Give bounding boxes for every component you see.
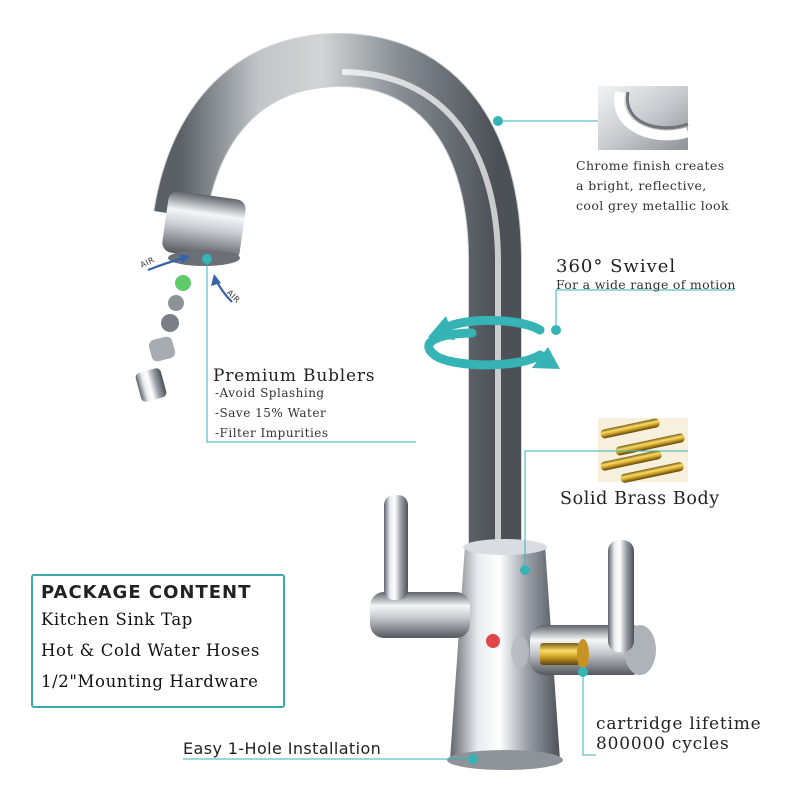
package-content-box: [31, 574, 285, 708]
spout-tip: [162, 191, 246, 261]
swivel-title: 360° Swivel: [556, 256, 677, 277]
bubblers-item: -Filter Impurities: [215, 426, 329, 440]
installation-label: Easy 1-Hole Installation: [183, 739, 382, 758]
aerator-parts-icon: [135, 275, 191, 402]
chrome-finish-description: Chrome finish creates a bright, reflecti…: [576, 156, 786, 216]
brass-body-label: Solid Brass Body: [560, 489, 720, 509]
chrome-line: cool grey metallic look: [576, 198, 729, 213]
chrome-line: a bright, reflective,: [576, 178, 707, 193]
bubblers-title: Premium Bublers: [213, 366, 376, 386]
callout-dots: [202, 116, 588, 764]
cartridge-line-2: 800000 cycles: [596, 734, 730, 754]
cartridge-lifetime-label: cartridge lifetime 800000 cycles: [596, 714, 761, 754]
faucet-body: [450, 545, 560, 760]
cartridge-line-1: cartridge lifetime: [596, 714, 762, 734]
package-item: 1/2"Mounting Hardware: [41, 672, 259, 691]
brass-rods-thumbnail: [598, 418, 688, 483]
right-lever: [608, 540, 634, 652]
chrome-finish-thumbnail: [598, 86, 690, 150]
package-item: Kitchen Sink Tap: [41, 610, 193, 629]
swivel-subtitle: For a wide range of motion: [556, 277, 736, 292]
package-item: Hot & Cold Water Hoses: [41, 641, 260, 660]
bubblers-item: -Save 15% Water: [215, 406, 327, 420]
bubblers-item: -Avoid Splashing: [215, 386, 325, 400]
left-lever: [384, 495, 408, 600]
cartridge-illustration: [486, 634, 589, 669]
package-title: PACKAGE CONTENT: [41, 582, 252, 603]
chrome-line: Chrome finish creates: [576, 158, 725, 173]
left-handle-base: [370, 592, 470, 638]
callout-lines: [183, 120, 735, 760]
